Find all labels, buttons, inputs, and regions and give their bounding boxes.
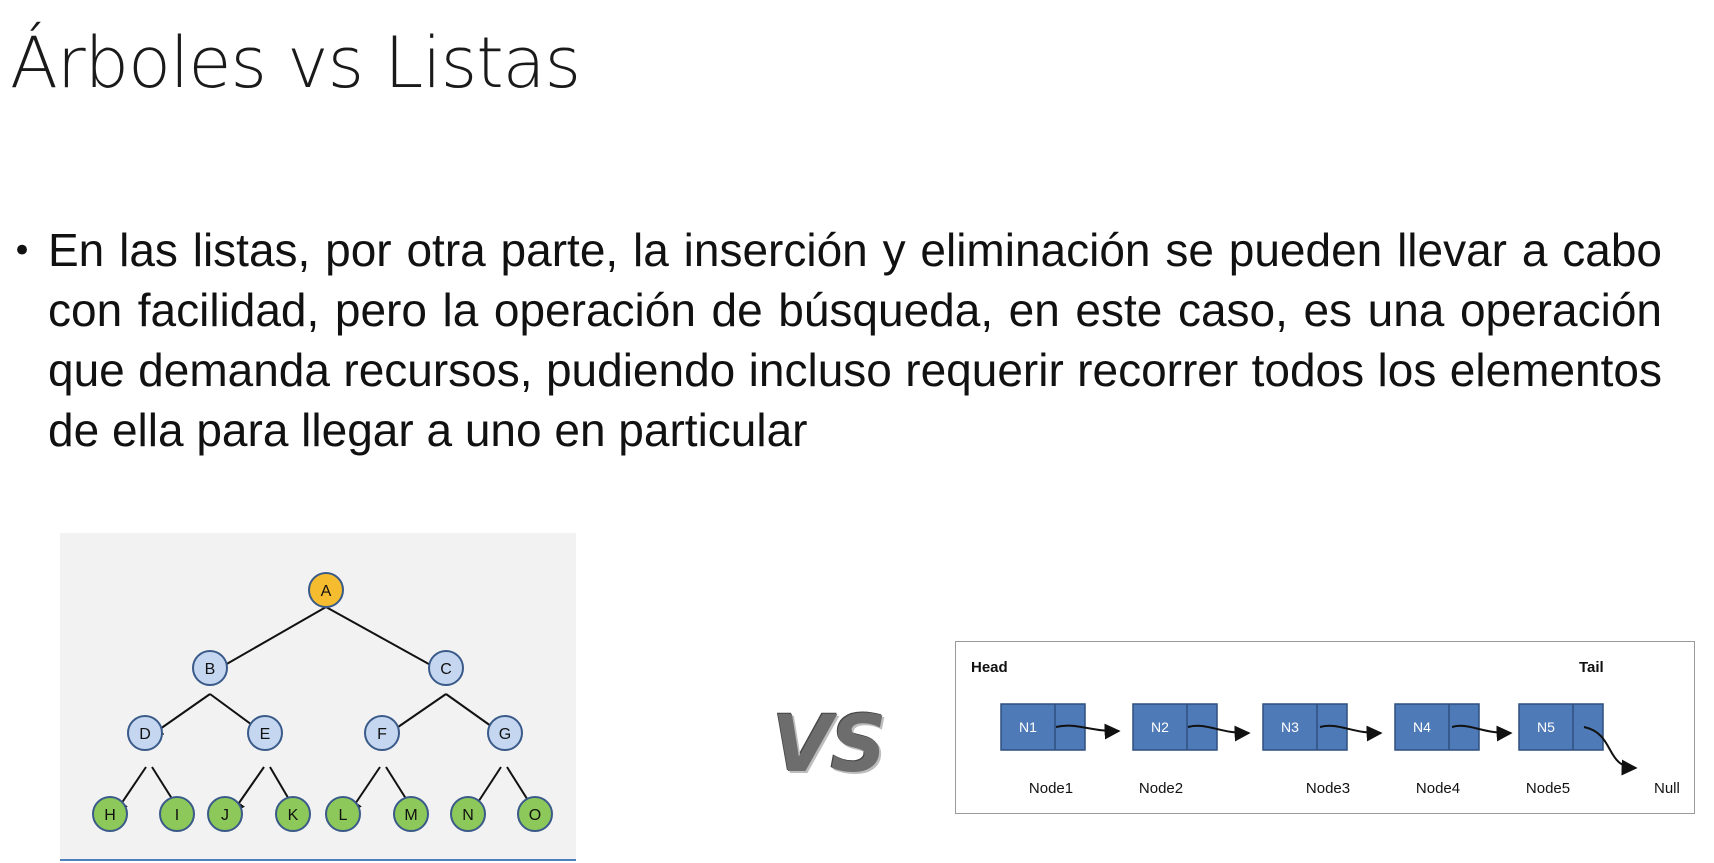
edge-a-b: [209, 606, 327, 674]
vs-label: VS: [772, 700, 887, 790]
tree-node-label: E: [260, 726, 271, 743]
tail-label: Tail: [1579, 659, 1604, 676]
null-label: Null: [1654, 780, 1680, 797]
tree-node-label: F: [377, 726, 387, 743]
tree-node-label: J: [221, 807, 229, 824]
tree-node-label: M: [404, 807, 417, 824]
link-n1-n2: [1055, 723, 1121, 740]
tree-node-label: H: [104, 807, 116, 824]
link-n5-null: [1583, 726, 1638, 776]
tree-node-j: J: [207, 796, 243, 832]
list-node-box-label: N2: [1151, 719, 1169, 735]
link-n3-n4: [1319, 724, 1383, 742]
bullet-text: En las listas, por otra parte, la inserc…: [48, 224, 1662, 456]
tree-node-label: L: [339, 807, 348, 824]
list-node-1: N1: [1000, 703, 1086, 751]
list-node-3: N3: [1262, 703, 1348, 751]
tree-node-d: D: [127, 715, 163, 751]
tree-node-label: B: [205, 661, 216, 678]
tree-edges: [114, 606, 537, 815]
tree-node-a: A: [308, 572, 344, 608]
tree-node-n: N: [450, 796, 486, 832]
list-node-5: N5: [1518, 703, 1604, 751]
tree-node-label: I: [175, 807, 179, 824]
link-n4-n5: [1451, 724, 1513, 742]
slide-title: Árboles vs Listas: [10, 22, 581, 104]
tree-node-g: G: [487, 715, 523, 751]
tree-node-f: F: [364, 715, 400, 751]
list-links: [1055, 723, 1638, 776]
head-label: Head: [971, 659, 1008, 676]
tree-node-k: K: [275, 796, 311, 832]
tree-node-label: G: [499, 726, 511, 743]
tree-nodes: A B C D E F G H I J K L M N O: [92, 572, 553, 832]
tree-node-h: H: [92, 796, 128, 832]
tree-diagram: A B C D E F G H I J K L M N O: [60, 533, 576, 861]
list-node-box-label: N4: [1413, 719, 1431, 735]
bullet-point: • En las listas, por otra parte, la inse…: [12, 220, 1662, 460]
tree-node-e: E: [247, 715, 283, 751]
bullet-dot-icon: •: [12, 231, 33, 271]
list-node-caption: Node3: [1306, 780, 1350, 797]
tree-node-b: B: [192, 650, 228, 686]
tree-node-label: O: [529, 807, 541, 824]
tree-node-label: C: [440, 661, 452, 678]
list-node-box-label: N1: [1019, 719, 1037, 735]
tree-node-i: I: [159, 796, 195, 832]
tree-node-label: N: [462, 807, 474, 824]
list-node-caption: Node5: [1526, 780, 1570, 797]
tree-node-label: A: [321, 583, 332, 600]
tree-node-label: K: [288, 807, 299, 824]
edge-a-c: [325, 606, 447, 674]
tree-node-o: O: [517, 796, 553, 832]
link-n2-n3: [1187, 724, 1251, 742]
tree-node-m: M: [393, 796, 429, 832]
tree-node-c: C: [428, 650, 464, 686]
list-node-box-label: N5: [1537, 719, 1555, 735]
list-node-box-label: N3: [1281, 719, 1299, 735]
list-node-caption: Node2: [1139, 780, 1183, 797]
list-node-caption: Node1: [1029, 780, 1073, 797]
tree-diagram-svg: A B C D E F G H I J K L M N O: [92, 572, 553, 832]
list-node-caption: Node4: [1416, 780, 1460, 797]
tree-node-label: D: [139, 726, 151, 743]
tree-node-l: L: [325, 796, 361, 832]
